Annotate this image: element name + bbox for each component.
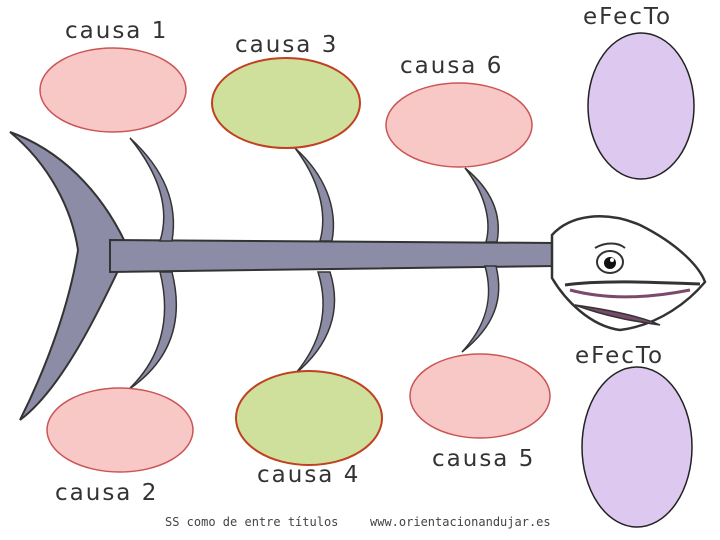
cause-1-ellipse	[39, 47, 187, 133]
cause-4-ellipse	[235, 370, 383, 466]
cause-3-label: causa 3	[235, 32, 338, 58]
cause-1-label: causa 1	[65, 18, 168, 44]
effect-1-ellipse	[587, 32, 695, 180]
cause-6-ellipse	[385, 82, 533, 168]
cause-6-label: causa 6	[400, 53, 503, 79]
footer-left-text: SS como de entre títulos	[165, 515, 338, 529]
rib-1-upper	[129, 137, 175, 242]
footer-url: www.orientacionandujar.es	[370, 515, 551, 529]
rib-3-upper	[464, 167, 499, 243]
cause-5-label: causa 5	[432, 446, 535, 472]
fish-tail	[9, 131, 126, 421]
cause-2-label: causa 2	[55, 480, 158, 506]
cause-3-ellipse	[211, 57, 361, 149]
effect-2-ellipse	[581, 366, 693, 528]
effect-2-label: eFecTo	[575, 343, 664, 369]
rib-3-lower	[461, 265, 500, 353]
rib-1-lower	[127, 271, 178, 391]
rib-2-upper	[294, 147, 335, 242]
cause-2-ellipse	[46, 387, 194, 473]
rib-2-lower	[294, 271, 336, 375]
effect-1-label: eFecTo	[583, 4, 672, 30]
fish-head	[550, 215, 707, 332]
cause-4-label: causa 4	[257, 462, 360, 488]
cause-5-ellipse	[409, 353, 551, 439]
